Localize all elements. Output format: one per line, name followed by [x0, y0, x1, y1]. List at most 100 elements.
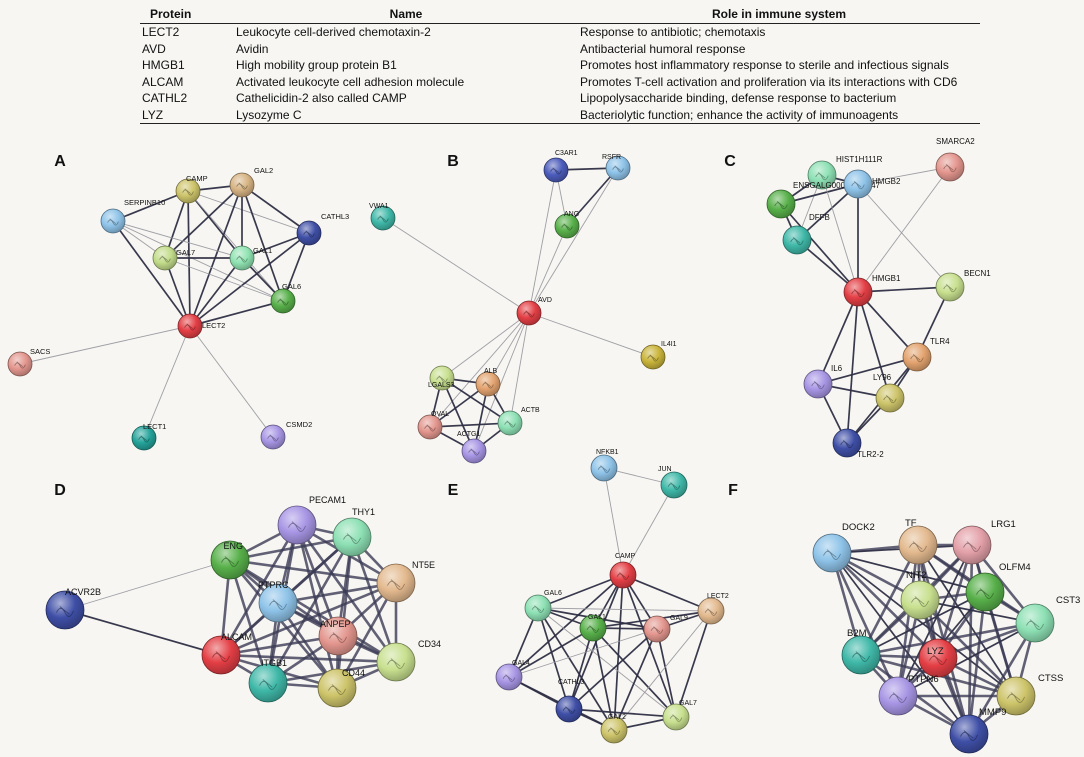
node-circle: [248, 663, 288, 703]
protein-node: LGALS3: [428, 365, 455, 391]
structure-glyph: [1026, 619, 1044, 630]
interaction-edge: [528, 312, 654, 358]
protein-node: TLR4: [902, 337, 950, 372]
protein-node: GAL1: [579, 614, 607, 642]
protein-node: RSFR: [602, 154, 631, 181]
protein-node: IL4I1: [640, 341, 677, 370]
structure-glyph: [669, 714, 683, 722]
structure-glyph: [328, 684, 346, 695]
structure-glyph: [561, 223, 573, 231]
node-circle: [832, 428, 862, 458]
protein-node: NFKB1: [590, 449, 619, 482]
interaction-edge: [441, 377, 511, 424]
interaction-edge: [537, 607, 712, 612]
structure-glyph: [523, 310, 535, 318]
cell-name: Avidin: [236, 41, 269, 56]
node-label: ANG: [564, 211, 579, 218]
node-circle: [376, 563, 416, 603]
node-label: GAL4: [512, 660, 530, 667]
interaction-edge: [187, 190, 310, 234]
panel-letter: A: [54, 153, 66, 170]
interaction-edge: [568, 708, 677, 718]
node-circle: [898, 525, 938, 565]
node-label: SERPINB10: [124, 198, 165, 207]
structure-glyph: [667, 482, 681, 490]
node-circle: [875, 383, 905, 413]
node-label: B2M: [847, 628, 867, 639]
protein-node: ALB: [475, 368, 501, 397]
node-label: ACVR2B: [65, 587, 101, 597]
table-row: LECT2 Leukocyte cell-derived chemotaxin-…: [140, 24, 980, 41]
interaction-edge: [656, 628, 677, 718]
cell-role: Bacteriolytic function; enhance the acti…: [580, 107, 899, 122]
protein-node: CATHL3: [296, 212, 349, 246]
cell-name: Lysozyme C: [236, 107, 302, 122]
interaction-edge: [229, 558, 397, 664]
interaction-edge: [189, 300, 284, 327]
node-label: NT5E: [412, 560, 435, 570]
protein-node: LECT1: [131, 422, 166, 451]
protein-node: GAL1: [229, 245, 272, 271]
protein-node: CD34: [376, 639, 441, 682]
node-label: CATHL3: [558, 679, 584, 686]
node-circle: [949, 714, 989, 754]
structure-glyph: [288, 521, 306, 532]
node-label: SACS: [30, 347, 50, 356]
interaction-edge: [229, 559, 338, 689]
interaction-edge: [508, 627, 594, 678]
node-circle: [317, 668, 357, 708]
interaction-edge: [857, 166, 951, 293]
structure-glyph: [963, 541, 981, 552]
node-label: GAL6: [282, 282, 301, 291]
header-role: Role in immune system: [711, 7, 847, 21]
node-circle: [376, 642, 416, 682]
interaction-edge: [528, 169, 557, 314]
node-label: LGALS3: [428, 382, 455, 389]
interaction-edge: [537, 607, 677, 718]
interaction-edge: [857, 166, 951, 185]
node-label: CTSS: [1038, 673, 1063, 684]
node-circle: [660, 471, 688, 499]
interaction-edge: [220, 634, 339, 657]
node-circle: [996, 676, 1036, 716]
node-circle: [878, 676, 918, 716]
interaction-edge: [112, 220, 243, 259]
interaction-edge: [831, 552, 1017, 697]
node-label: ACTB: [521, 407, 540, 414]
interaction-edge: [487, 312, 530, 385]
cell-name: Cathelicidin-2 also called CAMP: [236, 91, 407, 106]
node-label: PTPRC: [258, 580, 289, 590]
node-circle: [782, 225, 812, 255]
interaction-edge: [860, 621, 1036, 657]
node-label: RSFR: [602, 154, 621, 161]
node-label: JUN: [658, 466, 672, 473]
interaction-edge: [229, 558, 397, 585]
node-label: IL4I1: [661, 341, 677, 348]
interaction-edge: [857, 286, 951, 293]
structure-glyph: [221, 556, 239, 567]
cell-protein: AVD: [142, 41, 166, 56]
protein-node: GAL9: [643, 615, 688, 643]
structure-glyph: [502, 674, 516, 682]
interaction-edge: [164, 257, 284, 302]
interaction-edge: [228, 559, 270, 684]
node-label: LY96: [873, 373, 892, 382]
interaction-edge: [896, 544, 920, 697]
node-label: THY1: [352, 507, 375, 517]
structure-glyph: [259, 679, 277, 690]
interaction-edge: [189, 325, 274, 438]
protein-table-container: Protein Name Role in immune system LECT2…: [140, 6, 980, 124]
structure-glyph: [607, 727, 621, 735]
node-circle: [841, 635, 881, 675]
structure-glyph: [277, 298, 289, 306]
protein-node: C3AR1: [543, 150, 578, 183]
structure-glyph: [889, 692, 907, 703]
interaction-edge: [528, 167, 619, 314]
protein-node: VWA1: [369, 203, 396, 231]
node-label: ALCAM: [221, 632, 252, 642]
interaction-edge: [508, 574, 624, 678]
protein-node: DFFB: [782, 213, 830, 255]
node-circle: [524, 594, 552, 622]
interaction-edge: [382, 217, 530, 314]
